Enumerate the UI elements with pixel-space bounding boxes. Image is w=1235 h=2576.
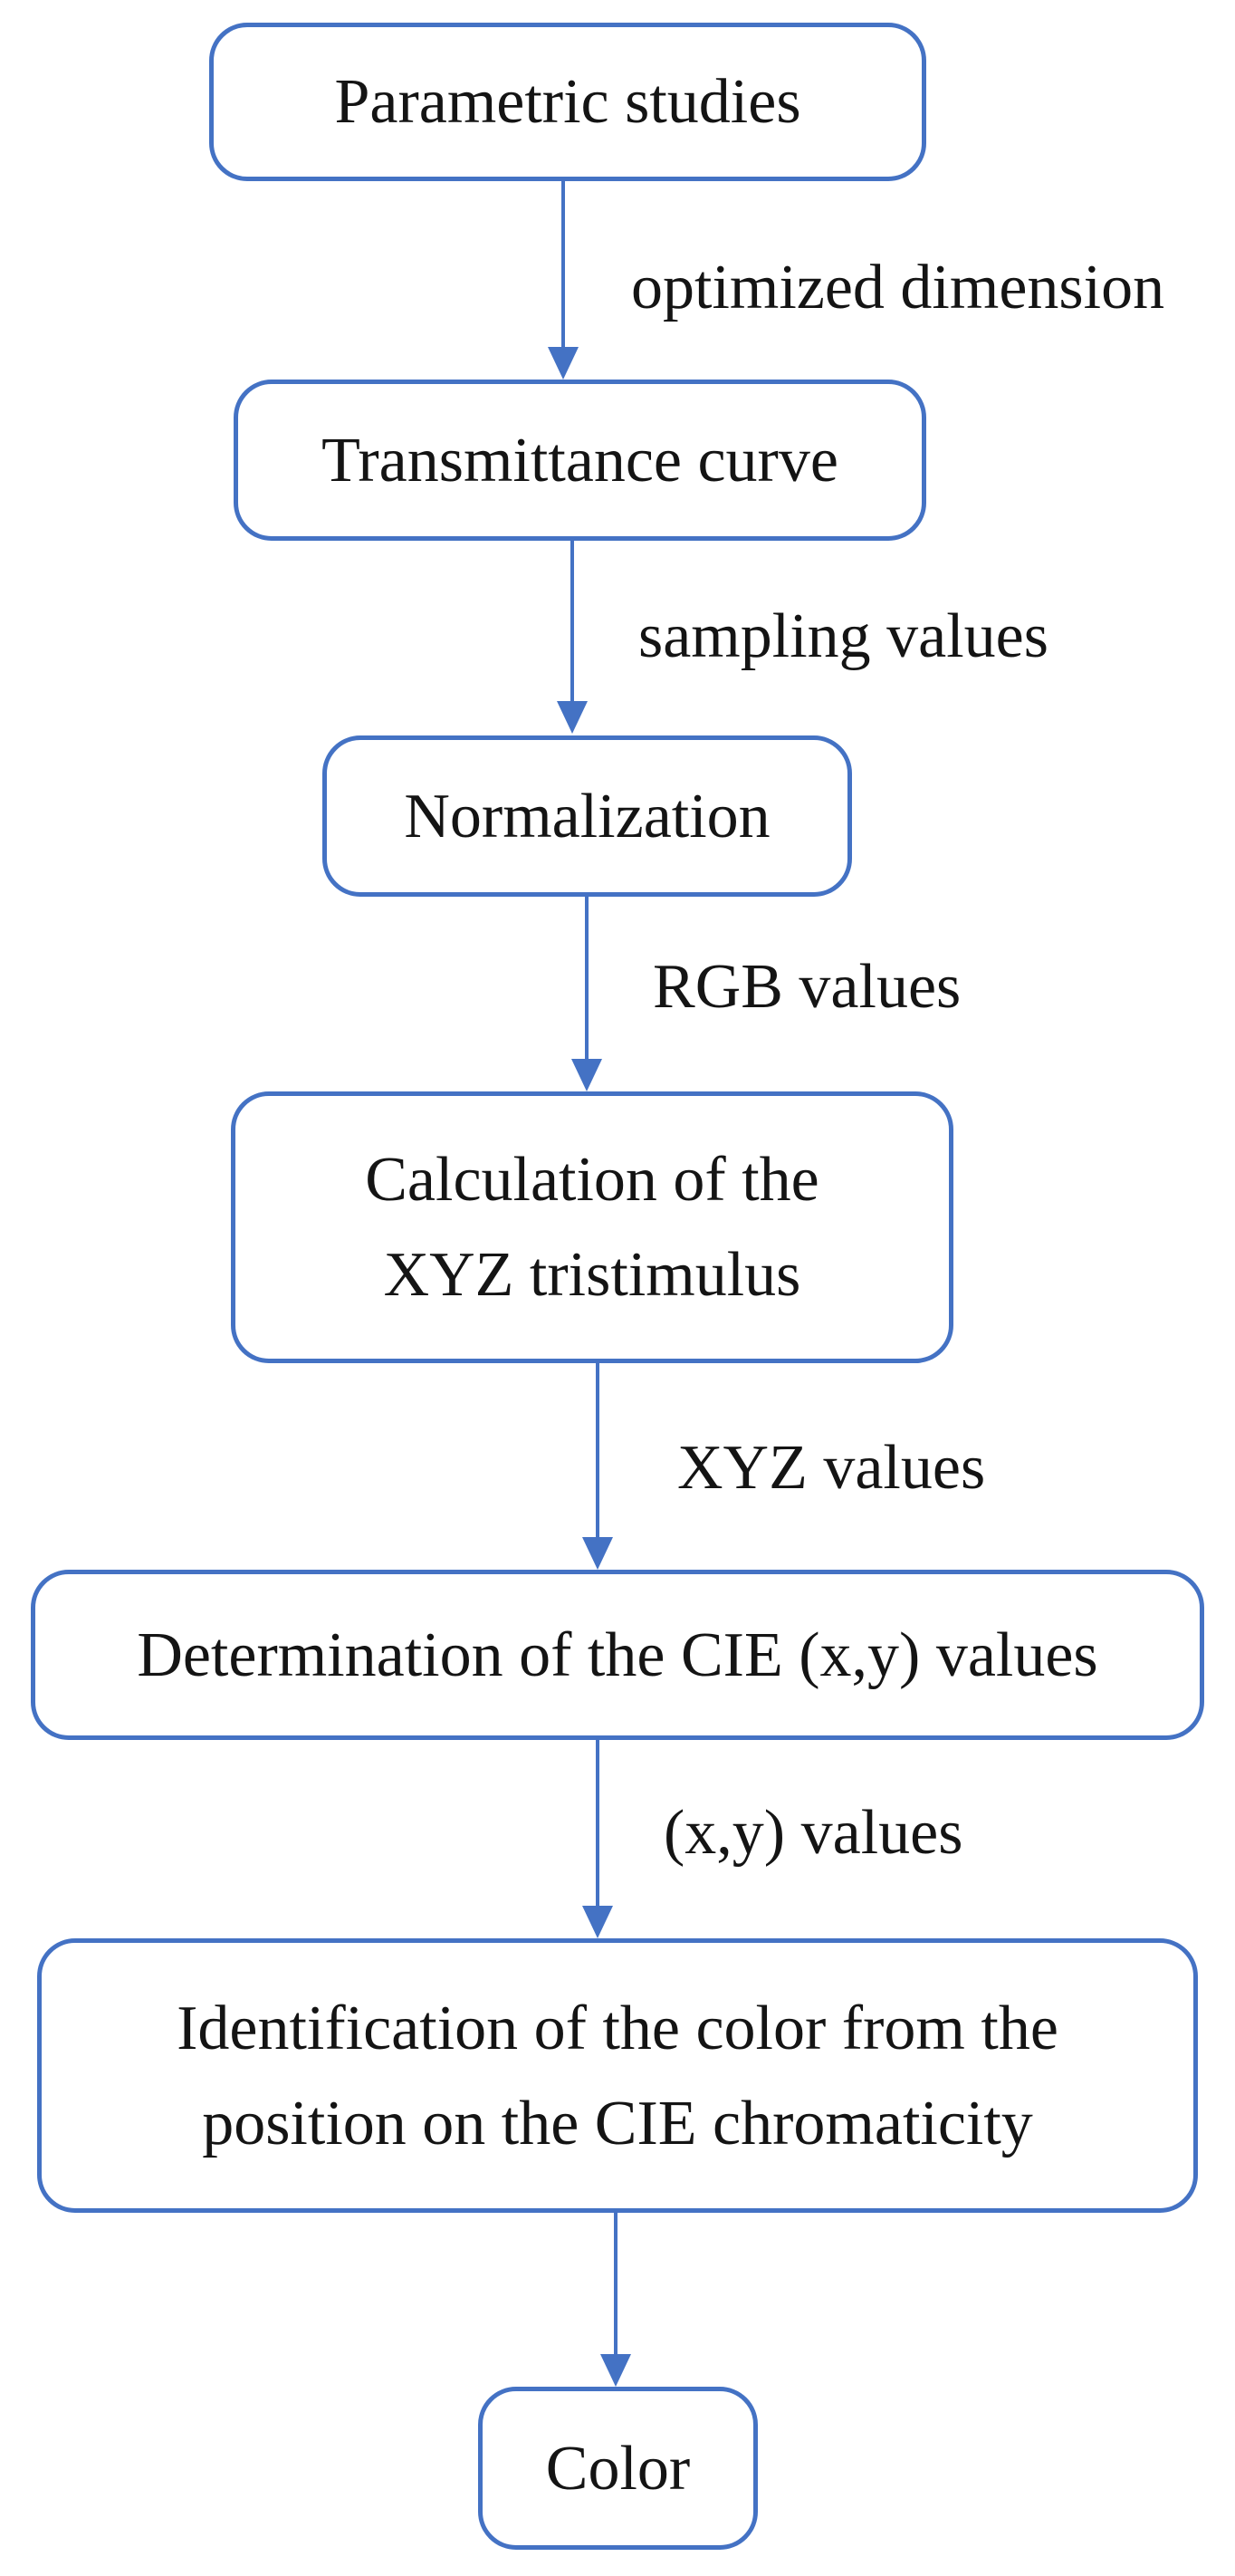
flow-node-calculation-xyz-tristimulus: Calculation of the XYZ tristimulus: [231, 1091, 953, 1363]
node-label: Parametric studies: [334, 67, 801, 137]
node-label: Determination of the CIE (x,y) values: [137, 1620, 1098, 1690]
arrow-stem-calculation-to-determination: [596, 1363, 599, 1539]
edge-label-xyz-values: XYZ values: [677, 1433, 986, 1503]
arrowhead-icon: [571, 1059, 602, 1091]
edge-label-sampling-values: sampling values: [638, 601, 1048, 671]
edge-label-optimized-dimension: optimized dimension: [631, 253, 1165, 322]
arrow-stem-determination-to-identification: [596, 1740, 599, 1908]
arrow-stem-identification-to-color: [614, 2213, 618, 2356]
flow-node-determination-cie-xy: Determination of the CIE (x,y) values: [31, 1570, 1204, 1740]
node-label-line: position on the CIE chromaticity: [202, 2088, 1033, 2158]
node-label: Normalization: [404, 781, 771, 851]
node-label-line: Identification of the color from the: [177, 1993, 1058, 2063]
flow-node-normalization: Normalization: [322, 735, 852, 897]
node-label: Transmittance curve: [321, 425, 838, 495]
flow-node-identification-color: Identification of the color from the pos…: [37, 1938, 1198, 2213]
node-label-line: Calculation of the: [365, 1145, 819, 1215]
arrowhead-icon: [557, 701, 588, 734]
arrowhead-icon: [548, 347, 579, 380]
arrow-stem-parametric-to-transmittance: [561, 181, 565, 349]
arrowhead-icon: [600, 2354, 631, 2387]
arrow-stem-normalization-to-calculation: [585, 897, 589, 1061]
node-label: Color: [545, 2433, 691, 2504]
flow-node-transmittance-curve: Transmittance curve: [234, 380, 926, 541]
edge-label-xy-values: (x,y) values: [664, 1798, 963, 1868]
edge-label-rgb-values: RGB values: [653, 952, 962, 1022]
node-label-line: XYZ tristimulus: [383, 1240, 801, 1310]
arrow-stem-transmittance-to-normalization: [570, 541, 574, 703]
arrowhead-icon: [582, 1906, 613, 1938]
flow-node-color: Color: [478, 2387, 758, 2550]
flow-node-parametric-studies: Parametric studies: [209, 23, 926, 181]
arrowhead-icon: [582, 1537, 613, 1570]
